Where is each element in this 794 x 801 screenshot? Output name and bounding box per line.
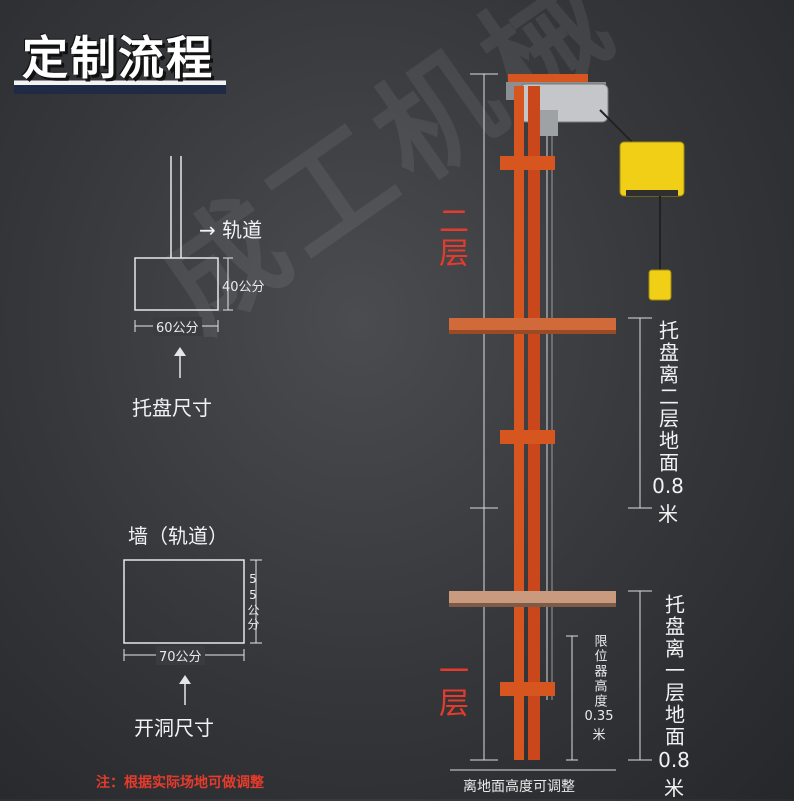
tray-floor1-unit: 米 <box>664 776 684 800</box>
limiter-text: 限位器高度 <box>591 634 607 709</box>
wall-label: 墙（轨道） <box>128 524 228 548</box>
tray-floor2-unit: 米 <box>658 502 678 526</box>
opening-height-label: 55公分 <box>246 572 260 632</box>
limiter-dimension: 限位器高度 0.35 米 <box>582 634 616 743</box>
page-title: 定制流程 <box>14 18 226 94</box>
floor-1-label: 一层 <box>433 655 468 719</box>
footer-note: 注：根据实际场地可做调整 <box>96 775 264 791</box>
tray-width-label: 60公分 <box>153 317 202 336</box>
tray-floor1-value: 0.8 <box>658 748 690 772</box>
tray-floor2-text: 托盘离二层地面 <box>655 320 680 474</box>
tray-floor1-dimension: 托盘离一层地面 0.8 米 <box>656 594 692 801</box>
limiter-unit: 米 <box>592 728 606 743</box>
limiter-value: 0.35 <box>584 709 614 724</box>
tray-floor2-value: 0.8 <box>652 474 684 498</box>
tray-floor2-dimension: 托盘离二层地面 0.8 米 <box>650 320 686 527</box>
floor-2-label: 二层 <box>433 205 468 269</box>
opening-rect <box>123 559 245 644</box>
tray-height-label: 40公分 <box>222 280 265 295</box>
opening-caption: 开洞尺寸 <box>134 716 214 740</box>
rail-label: → 轨道 <box>199 218 263 242</box>
tray-caption: 托盘尺寸 <box>132 396 212 420</box>
opening-width-label: 70公分 <box>156 646 205 665</box>
ground-note: 离地面高度可调整 <box>463 779 575 795</box>
tray-floor1-text: 托盘离一层地面 <box>661 594 686 748</box>
tray-rect <box>134 257 219 311</box>
